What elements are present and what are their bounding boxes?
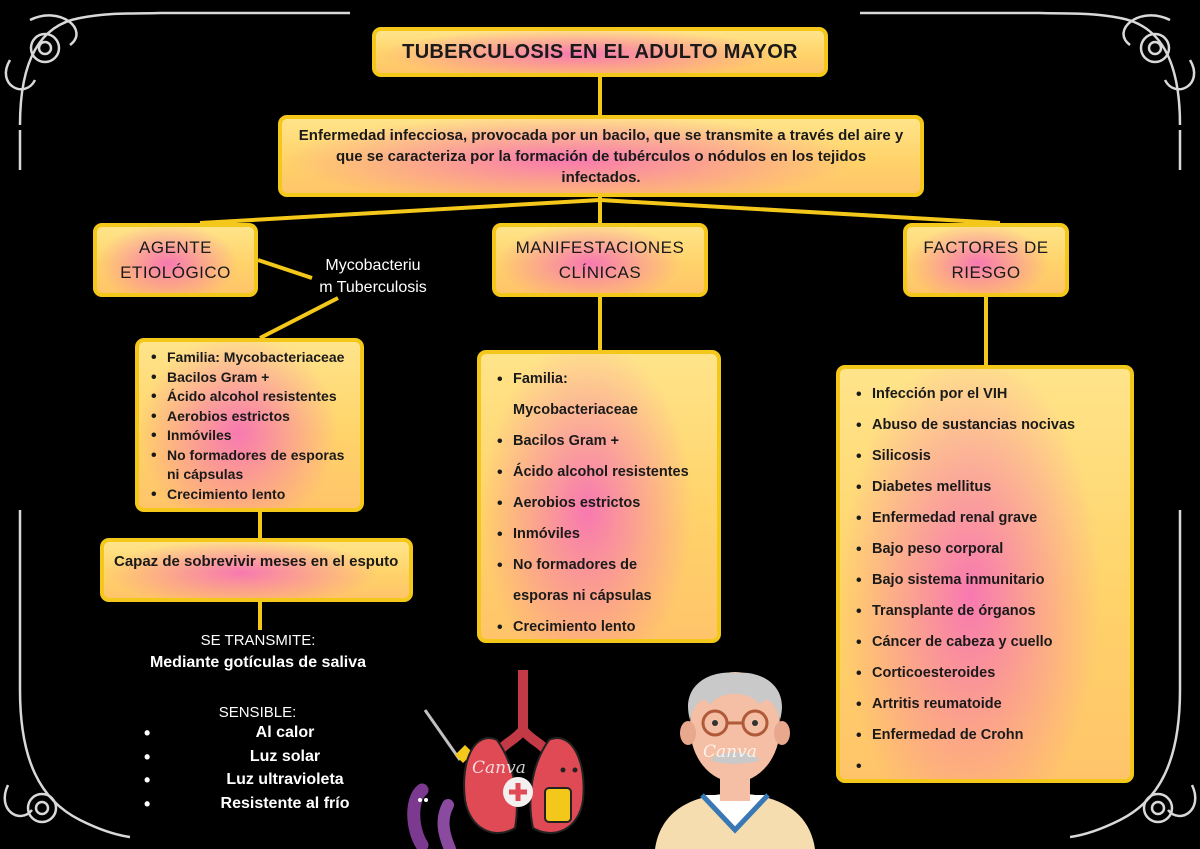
list-item: Ácido alcohol resistentes [147, 387, 354, 407]
watermark-left: Canva [472, 758, 526, 778]
page-title: TUBERCULOSIS EN EL ADULTO MAYOR [402, 40, 798, 63]
factor-heading-line2: RIESGO [951, 263, 1021, 282]
list-item: Bacilos Gram + [493, 426, 709, 457]
survival-box: Capaz de sobrevivir meses en el esputo [100, 538, 413, 602]
list-item: Bacilos Gram + [147, 368, 354, 388]
watermark-right: Canva [703, 742, 757, 762]
list-item: Luz ultravioleta [140, 770, 390, 795]
list-item: Silicosis [852, 441, 1122, 472]
definition-text: Enfermedad infecciosa, provocada por un … [298, 126, 904, 186]
list-item: Artritis reumatoide [852, 689, 1122, 720]
list-item: Enfermedad renal grave [852, 503, 1122, 534]
organism-label: Mycobacteriu m Tuberculosis [298, 255, 448, 299]
list-item: No formadores de esporas ni cápsulas [147, 446, 354, 485]
corner-ornament-icon [1070, 690, 1197, 839]
corner-ornament-icon [3, 690, 130, 839]
list-item: No formadores de esporas ni cápsulas [493, 550, 709, 612]
lungs-illustration [423, 670, 585, 834]
list-item: Bajo sistema inmunitario [852, 565, 1122, 596]
elderly-man-illustration [655, 672, 815, 849]
list-item: Transplante de órganos [852, 596, 1122, 627]
list-item: Ácido alcohol resistentes [493, 457, 709, 488]
organism-line1: Mycobacteriu [325, 257, 421, 274]
list-item: Crecimiento lento [493, 612, 709, 643]
agente-heading-line1: AGENTE [139, 238, 212, 257]
corner-ornament-icon [1040, 11, 1196, 126]
list-item: Aerobios estrictos [147, 407, 354, 427]
factor-heading-line1: FACTORES DE [923, 238, 1049, 257]
factores-box: Infección por el VIH Abuso de sustancias… [836, 365, 1134, 783]
list-item: Luz solar [140, 747, 390, 772]
manifestaciones-box: Familia: Mycobacteriaceae Bacilos Gram +… [477, 350, 721, 643]
manifestaciones-heading: MANIFESTACIONES CLÍNICAS [492, 223, 708, 297]
list-item: Crecimiento lento [147, 485, 354, 505]
agente-etiologico-heading: AGENTE ETIOLÓGICO [93, 223, 258, 297]
bacteria-illustration [407, 783, 456, 849]
transmission-text: SE TRANSMITE: Mediante gotículas de sali… [118, 630, 398, 674]
list-item: Familia: Mycobacteriaceae [493, 364, 709, 426]
list-item: Corticoesteroides [852, 658, 1122, 689]
list-item: Resistente al frío [140, 794, 390, 819]
list-item: Cáncer de cabeza y cuello [852, 627, 1122, 658]
list-item: Abuso de sustancias nocivas [852, 410, 1122, 441]
transmission-label: SE TRANSMITE: [200, 632, 316, 649]
manif-heading-line1: MANIFESTACIONES [515, 238, 685, 257]
list-item [852, 751, 1122, 782]
list-item: Al calor [140, 723, 390, 748]
list-item: Familia: Mycobacteriaceae [147, 348, 354, 368]
list-item: Bajo peso corporal [852, 534, 1122, 565]
factores-heading: FACTORES DE RIESGO [903, 223, 1069, 297]
survival-text: Capaz de sobrevivir meses en el esputo [114, 553, 399, 570]
list-item: Diabetes mellitus [852, 472, 1122, 503]
list-item: Inmóviles [147, 426, 354, 446]
transmission-value: Mediante gotículas de saliva [149, 654, 367, 671]
title-box: TUBERCULOSIS EN EL ADULTO MAYOR [372, 27, 828, 77]
list-item: Inmóviles [493, 519, 709, 550]
manif-heading-line2: CLÍNICAS [558, 263, 642, 282]
sensible-list: Al calor Luz solar Luz ultravioleta Resi… [140, 723, 390, 819]
definition-box: Enfermedad infecciosa, provocada por un … [278, 115, 924, 197]
agente-characteristics-box: Familia: Mycobacteriaceae Bacilos Gram +… [135, 338, 364, 512]
list-item: Infección por el VIH [852, 379, 1122, 410]
sensible-label: SENSIBLE: [218, 704, 297, 721]
list-item: Aerobios estrictos [493, 488, 709, 519]
organism-line2: m Tuberculosis [319, 279, 427, 296]
corner-ornament-icon [4, 11, 160, 126]
agente-heading-line2: ETIOLÓGICO [120, 263, 231, 282]
list-item: Enfermedad de Crohn [852, 720, 1122, 751]
